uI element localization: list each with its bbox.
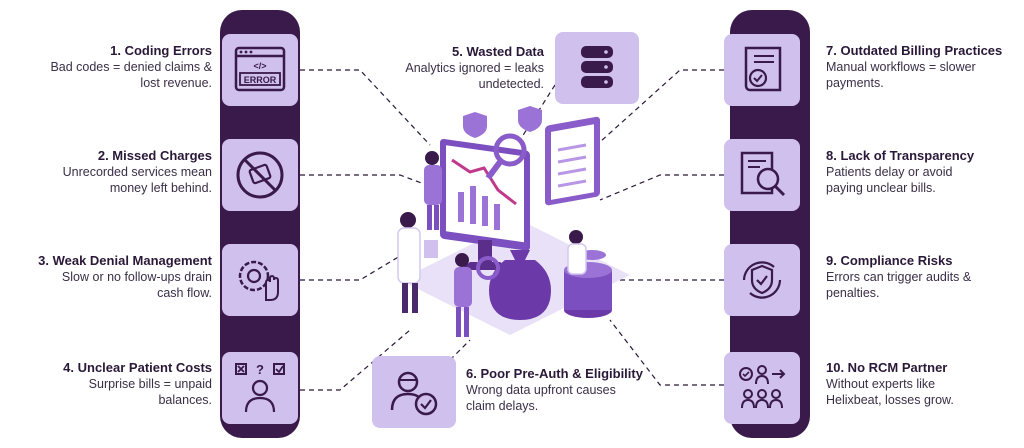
denial-management-box xyxy=(222,244,298,316)
outdated-billing-box xyxy=(724,34,800,106)
patient-costs-box: ? xyxy=(222,352,298,424)
item-8-title: 8. Lack of Transparency xyxy=(826,148,975,163)
wasted-data-box xyxy=(555,32,639,104)
connector-5 xyxy=(519,84,556,141)
item-3-desc-line1: Slow or no follow-ups drain xyxy=(61,270,212,284)
item-10-desc-line2: Helixbeat, losses grow. xyxy=(826,393,954,407)
shield-check-icon xyxy=(742,261,782,299)
svg-text:?: ? xyxy=(256,362,264,377)
item-2-desc-line1: Unrecorded services mean xyxy=(62,165,212,179)
coding-errors-box: </> ERROR xyxy=(222,34,298,106)
item-1-label: 1. Coding Errors Bad codes = denied clai… xyxy=(50,43,212,91)
item-6-title: 6. Poor Pre-Auth & Eligibility xyxy=(466,366,643,381)
error-window-icon: </> ERROR xyxy=(234,46,286,92)
item-3-desc-line2: cash flow. xyxy=(157,286,212,300)
item-7-title: 7. Outdated Billing Practices xyxy=(826,43,1003,58)
item-2-desc-line2: money left behind. xyxy=(109,181,212,195)
connector-10 xyxy=(609,319,724,386)
connector-1 xyxy=(300,69,431,146)
item-2-title: 2. Missed Charges xyxy=(97,148,212,163)
item-10-desc-line1: Without experts like xyxy=(826,377,936,391)
item-5-title: 5. Wasted Data xyxy=(452,44,544,59)
svg-text:</>: </> xyxy=(253,61,266,71)
item-9-desc-line1: Errors can trigger audits & xyxy=(826,270,972,284)
gear-hand-icon xyxy=(238,260,279,301)
document-magnifier-icon xyxy=(740,151,786,197)
item-4-desc-line2: balances. xyxy=(158,393,212,407)
item-1-desc-line2: lost revenue. xyxy=(140,76,212,90)
team-presenter-icon xyxy=(739,365,786,409)
item-7-label: 7. Outdated Billing Practices Manual wor… xyxy=(826,43,1002,91)
item-5-label: 5. Wasted Data Analytics ignored = leaks… xyxy=(405,44,544,92)
scroll-document-icon xyxy=(744,46,782,92)
connector-6 xyxy=(449,339,471,361)
item-3-title: 3. Weak Denial Management xyxy=(38,253,212,268)
item-9-title: 9. Compliance Risks xyxy=(826,253,953,268)
item-6-desc-line1: Wrong data upfront causes xyxy=(466,383,616,397)
item-5-desc-line2: undetected. xyxy=(478,77,544,91)
item-6-label: 6. Poor Pre-Auth & Eligibility Wrong dat… xyxy=(466,366,643,414)
connector-4 xyxy=(300,329,411,391)
item-5-desc-line1: Analytics ignored = leaks xyxy=(405,61,544,75)
rcm-partner-box xyxy=(724,352,800,424)
person-check-icon xyxy=(390,371,438,416)
item-6-desc-line2: claim delays. xyxy=(466,399,539,413)
connector-3 xyxy=(300,249,411,281)
item-8-desc-line1: Patients delay or avoid xyxy=(826,165,953,179)
item-2-label: 2. Missed Charges Unrecorded services me… xyxy=(63,148,212,196)
no-money-icon xyxy=(236,151,284,199)
item-10-title: 10. No RCM Partner xyxy=(826,360,948,375)
pre-auth-box xyxy=(372,356,456,428)
item-1-title: 1. Coding Errors xyxy=(110,43,212,58)
central-illustration xyxy=(397,106,630,337)
missed-charges-box xyxy=(222,139,298,211)
declining-chart-line xyxy=(451,158,517,206)
item-9-desc-line2: penalties. xyxy=(826,286,880,300)
item-10-label: 10. No RCM Partner Without experts like … xyxy=(826,360,954,408)
item-4-desc-line1: Surprise bills = unpaid xyxy=(88,377,212,391)
confused-person-icon: ? xyxy=(235,362,285,413)
item-3-label: 3. Weak Denial Management Slow or no fol… xyxy=(38,253,212,301)
item-7-desc-line1: Manual workflows = slower xyxy=(826,60,976,74)
item-4-label: 4. Unclear Patient Costs Surprise bills … xyxy=(63,360,212,408)
item-7-desc-line2: payments. xyxy=(826,76,884,90)
compliance-box xyxy=(724,244,800,316)
database-icon xyxy=(581,46,613,88)
connector-8 xyxy=(599,174,724,201)
item-9-label: 9. Compliance Risks Errors can trigger a… xyxy=(826,253,971,301)
item-8-desc-line2: paying unclear bills. xyxy=(826,181,936,195)
transparency-box xyxy=(724,139,800,211)
item-1-desc-line1: Bad codes = denied claims & xyxy=(50,60,212,74)
item-8-label: 8. Lack of Transparency Patients delay o… xyxy=(826,148,974,196)
svg-text:ERROR: ERROR xyxy=(244,75,277,85)
item-4-title: 4. Unclear Patient Costs xyxy=(63,360,212,375)
